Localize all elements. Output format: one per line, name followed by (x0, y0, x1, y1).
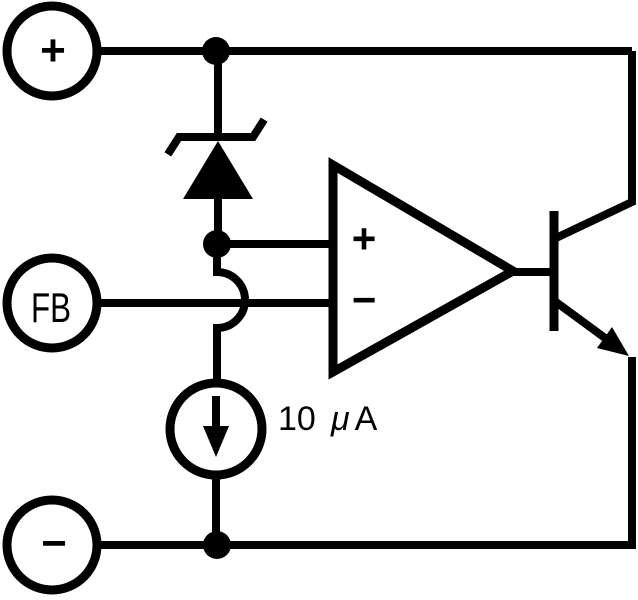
junction-dots (202, 37, 231, 559)
current-source-value: 10 (278, 400, 316, 438)
junction-dot-mid (203, 230, 231, 258)
current-source-unit: A (355, 400, 378, 438)
zener-diode (164, 117, 268, 199)
feedback-terminal-circle (2, 253, 102, 353)
negative-terminal-label: − (41, 519, 67, 568)
zener-anode-triangle (183, 141, 253, 199)
comparator-noninverting-label: + (352, 215, 377, 262)
collector-wire (554, 51, 636, 242)
bottom-rail-wire (96, 357, 636, 549)
comparator-triangle (328, 157, 523, 380)
comparator-inverting-label: − (352, 276, 377, 323)
negative-terminal-circle (2, 495, 102, 595)
current-source-mu: μ (330, 400, 350, 438)
crossover-hop-wire (213, 250, 249, 382)
junction-dot-top (202, 37, 230, 65)
current-source-arrow-head (203, 426, 229, 457)
junction-dot-bottom (203, 531, 231, 559)
wire-layer (96, 47, 636, 549)
emitter-arrow-head (597, 327, 629, 356)
positive-terminal-circle (2, 1, 102, 101)
zener-cathode-bar (164, 117, 268, 157)
npn-transistor (549, 211, 629, 356)
positive-terminal-label: + (40, 26, 66, 75)
terminals: + FB − (2, 1, 102, 595)
comparator: + − (328, 157, 523, 380)
feedback-terminal-label: FB (31, 284, 71, 331)
